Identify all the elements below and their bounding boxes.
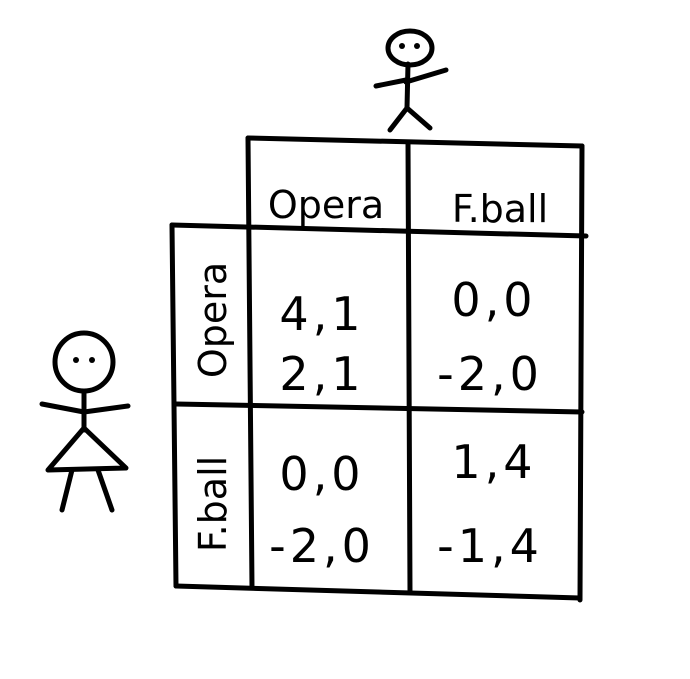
payoff-bottom: -2,0: [437, 347, 543, 401]
payoff-bottom: -1,4: [437, 519, 543, 573]
grid-middle-horizontal: [173, 401, 585, 415]
payoff-top: 0,0: [279, 447, 364, 501]
cell-fball-fball: 1,4 -1,4: [437, 435, 543, 573]
row-player-right-eye: [89, 357, 95, 363]
column-strategy-fball: F.ball: [452, 187, 548, 231]
payoff-top: 0,0: [451, 273, 536, 327]
row-player-left-arm: [39, 401, 87, 415]
column-player-head: [385, 28, 435, 68]
row-player-left-eye: [73, 357, 79, 363]
row-player-figure: [39, 330, 131, 513]
grid-middle-vertical: [405, 139, 413, 595]
column-player-body: [404, 61, 411, 111]
payoff-top: 1,4: [451, 435, 536, 489]
column-player-right-leg: [404, 105, 433, 131]
row-player-right-arm: [81, 403, 131, 415]
column-player-figure: [373, 28, 449, 133]
column-player-left-arm: [373, 77, 409, 89]
column-player-left-leg: [387, 105, 410, 133]
column-player-right-eye: [414, 43, 420, 49]
grid-header-divider: [169, 222, 589, 239]
row-strategy-fball: F.ball: [191, 456, 235, 552]
grid-bottom-line: [173, 583, 583, 601]
grid-right-line: [577, 143, 585, 603]
column-player-right-arm: [403, 67, 449, 85]
payoff-bottom: 2,1: [279, 347, 364, 401]
grid-top-line: [245, 135, 585, 149]
row-player-skirt: [45, 425, 129, 473]
row-player-right-leg: [95, 467, 115, 513]
grid-inner-left-line: [245, 135, 255, 591]
row-player-left-leg: [59, 467, 75, 513]
payoff-grid: [169, 135, 589, 603]
column-player-left-eye: [399, 43, 405, 49]
row-player-head: [52, 330, 116, 394]
cell-opera-opera: 4,1 2,1: [279, 287, 364, 401]
row-strategy-opera: Opera: [191, 262, 235, 378]
cell-opera-fball: 0,0 -2,0: [437, 273, 543, 401]
cell-fball-opera: 0,0 -2,0: [269, 447, 375, 573]
payoff-top: 4,1: [279, 287, 364, 341]
figure-eyes: [73, 43, 420, 363]
column-strategy-opera: Opera: [268, 183, 384, 227]
payoff-bottom: -2,0: [269, 519, 375, 573]
